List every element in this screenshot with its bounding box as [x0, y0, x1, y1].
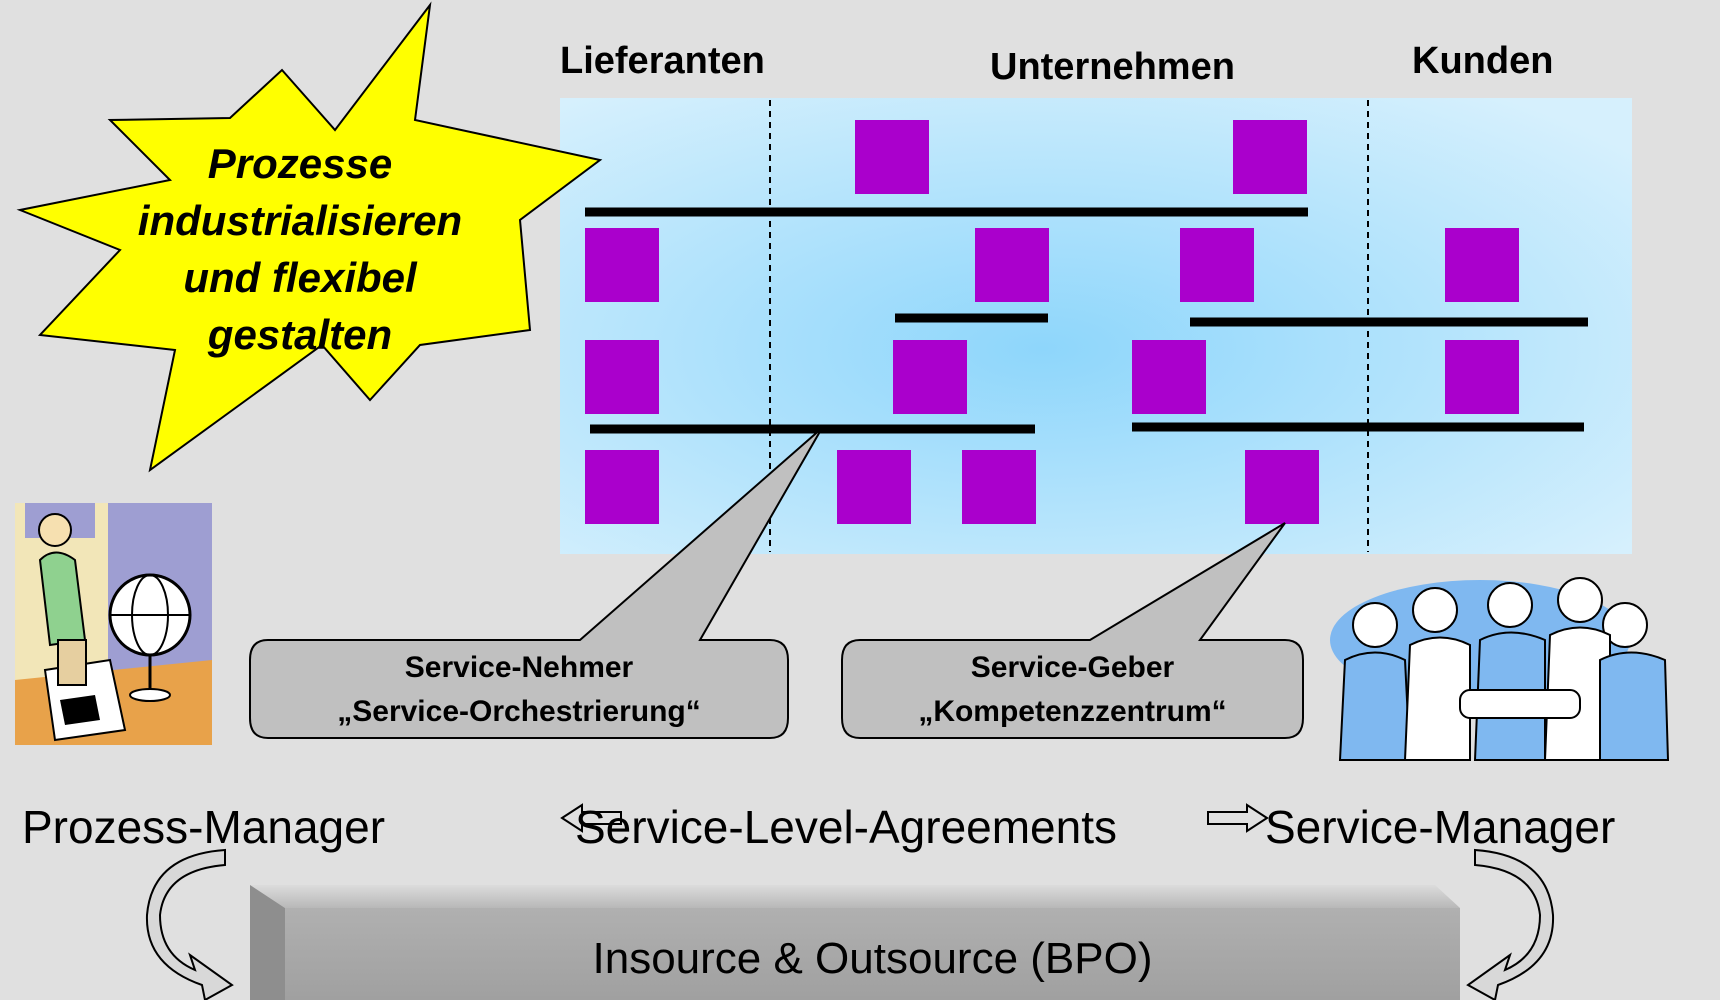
- cycle-arrow-right-icon: [1466, 848, 1555, 1000]
- bpo-bar-front: [285, 908, 1460, 1000]
- column-title-company: Unternehmen: [990, 46, 1235, 88]
- process-box: [1445, 228, 1519, 302]
- bpo-label: Insource & Outsource (BPO): [592, 934, 1153, 983]
- column-title-customers: Kunden: [1412, 40, 1554, 82]
- callout-provider-subtitle: „Kompetenzzentrum“: [918, 695, 1227, 728]
- callout-consumer-shape: [249, 427, 823, 739]
- starburst-line: gestalten: [207, 311, 393, 358]
- process-box: [855, 120, 929, 194]
- process-box: [837, 450, 911, 524]
- teacher-globe-clipart: [15, 503, 212, 745]
- callout-consumer-subtitle: „Service-Orchestrierung“: [337, 695, 701, 728]
- process-box: [1180, 228, 1254, 302]
- roles-row: Prozess-Manager Service-Level-Agreements…: [0, 800, 1720, 860]
- callout-provider-title: Service-Geber: [970, 651, 1175, 684]
- process-box: [1445, 340, 1519, 414]
- sla-arrow-left: [560, 803, 622, 833]
- callout-consumer-title: Service-Nehmer: [404, 651, 634, 684]
- process-connectors: [585, 207, 1588, 434]
- process-box: [893, 340, 967, 414]
- process-box: [585, 340, 659, 414]
- process-box: [1233, 120, 1307, 194]
- callout-consumer-text: Service-Nehmer „Service-Orchestrierung“: [250, 646, 788, 734]
- starburst-line: und flexibel: [183, 254, 417, 301]
- column-title-suppliers: Lieferanten: [560, 40, 765, 82]
- process-box: [962, 450, 1036, 524]
- callout-provider-shape: [841, 522, 1304, 739]
- team-key-clipart: [1330, 577, 1670, 761]
- starburst-text: Prozesse industrialisieren und flexibel …: [80, 135, 520, 363]
- cycle-arrow-left-icon: [145, 848, 234, 1000]
- bpo-bar-top: [250, 885, 1460, 908]
- starburst-line: industrialisieren: [137, 197, 463, 244]
- bpo-bar-end: [250, 885, 285, 1000]
- callout-provider-text: Service-Geber „Kompetenzzentrum“: [842, 646, 1303, 734]
- process-boxes: [585, 120, 1519, 524]
- role-process-manager: Prozess-Manager: [22, 801, 386, 853]
- process-box: [585, 228, 659, 302]
- role-service-manager: Service-Manager: [1265, 801, 1616, 853]
- process-box: [585, 450, 659, 524]
- starburst-line: Prozesse: [207, 140, 393, 187]
- sla-arrow-right: [1207, 803, 1269, 833]
- process-box: [1245, 450, 1319, 524]
- process-box: [975, 228, 1049, 302]
- process-box: [1132, 340, 1206, 414]
- starburst-shape: [16, 1, 603, 473]
- sla-label: Service-Level-Agreements: [575, 801, 1118, 853]
